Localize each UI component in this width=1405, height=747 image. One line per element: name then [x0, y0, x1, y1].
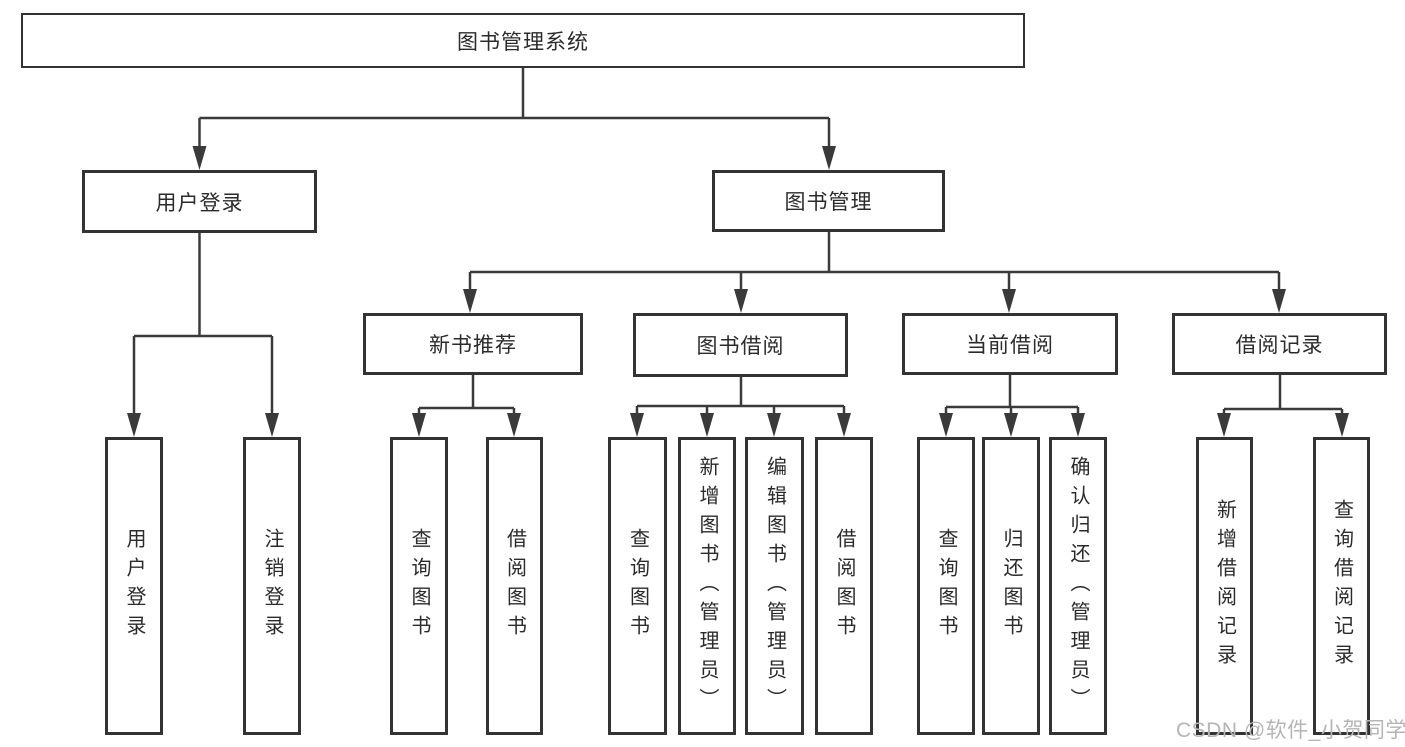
node-user-login-group-label: 用户登录	[155, 191, 244, 215]
leaf-borrow-books-label: 借阅图书	[833, 528, 855, 644]
leaf-query-books-current: 查询图书	[917, 437, 975, 735]
node-current-borrow-label: 当前借阅	[966, 334, 1054, 357]
leaf-user-login-label: 用户登录	[123, 528, 145, 644]
leaf-add-borrow-record-label: 新增借阅记录	[1213, 499, 1236, 673]
node-book-borrow: 图书借阅	[633, 313, 848, 377]
node-root: 图书管理系统	[21, 13, 1025, 68]
leaf-query-books-borrow-label: 查询图书	[626, 528, 649, 644]
leaf-edit-books-admin-label: 编辑图书（管理员）	[763, 455, 786, 717]
leaf-return-books-label: 归还图书	[1000, 528, 1022, 644]
leaf-query-books-recommend: 查询图书	[390, 437, 448, 735]
leaf-add-books-admin-label: 新增图书（管理员）	[696, 455, 718, 717]
leaf-add-books-admin: 新增图书（管理员）	[678, 437, 736, 735]
leaf-confirm-return-admin: 确认归还（管理员）	[1049, 437, 1107, 735]
node-book-management-group-label: 图书管理	[784, 191, 873, 214]
node-new-book-recommend: 新书推荐	[363, 313, 583, 375]
leaf-query-books-current-label: 查询图书	[935, 528, 957, 644]
node-borrow-records-label: 借阅记录	[1235, 334, 1324, 357]
leaf-borrow-books-recommend: 借阅图书	[486, 437, 543, 735]
node-root-label: 图书管理系统	[457, 30, 589, 54]
node-user-login-group: 用户登录	[82, 170, 317, 233]
leaf-query-books-recommend-label: 查询图书	[408, 528, 430, 644]
leaf-return-books: 归还图书	[982, 437, 1040, 735]
node-borrow-records: 借阅记录	[1172, 313, 1387, 375]
leaf-query-books-borrow: 查询图书	[608, 437, 667, 735]
leaf-confirm-return-admin-label: 确认归还（管理员）	[1067, 455, 1089, 717]
node-book-borrow-label: 图书借阅	[696, 335, 785, 358]
leaf-query-borrow-record: 查询借阅记录	[1313, 437, 1370, 735]
arrowhead-icons	[127, 146, 1349, 437]
leaf-logout-label: 注销登录	[261, 528, 283, 644]
leaf-logout: 注销登录	[243, 437, 301, 735]
leaf-borrow-books: 借阅图书	[815, 437, 873, 735]
leaf-query-borrow-record-label: 查询借阅记录	[1330, 499, 1353, 673]
watermark-text: CSDN @软件_小贺同学	[1176, 719, 1405, 742]
node-new-book-recommend-label: 新书推荐	[429, 334, 517, 357]
leaf-add-borrow-record: 新增借阅记录	[1196, 437, 1253, 735]
node-book-management-group: 图书管理	[712, 170, 945, 232]
leaf-user-login: 用户登录	[105, 437, 163, 735]
node-current-borrow: 当前借阅	[902, 313, 1118, 375]
leaf-edit-books-admin: 编辑图书（管理员）	[745, 437, 804, 735]
leaf-borrow-books-recommend-label: 借阅图书	[503, 528, 526, 644]
